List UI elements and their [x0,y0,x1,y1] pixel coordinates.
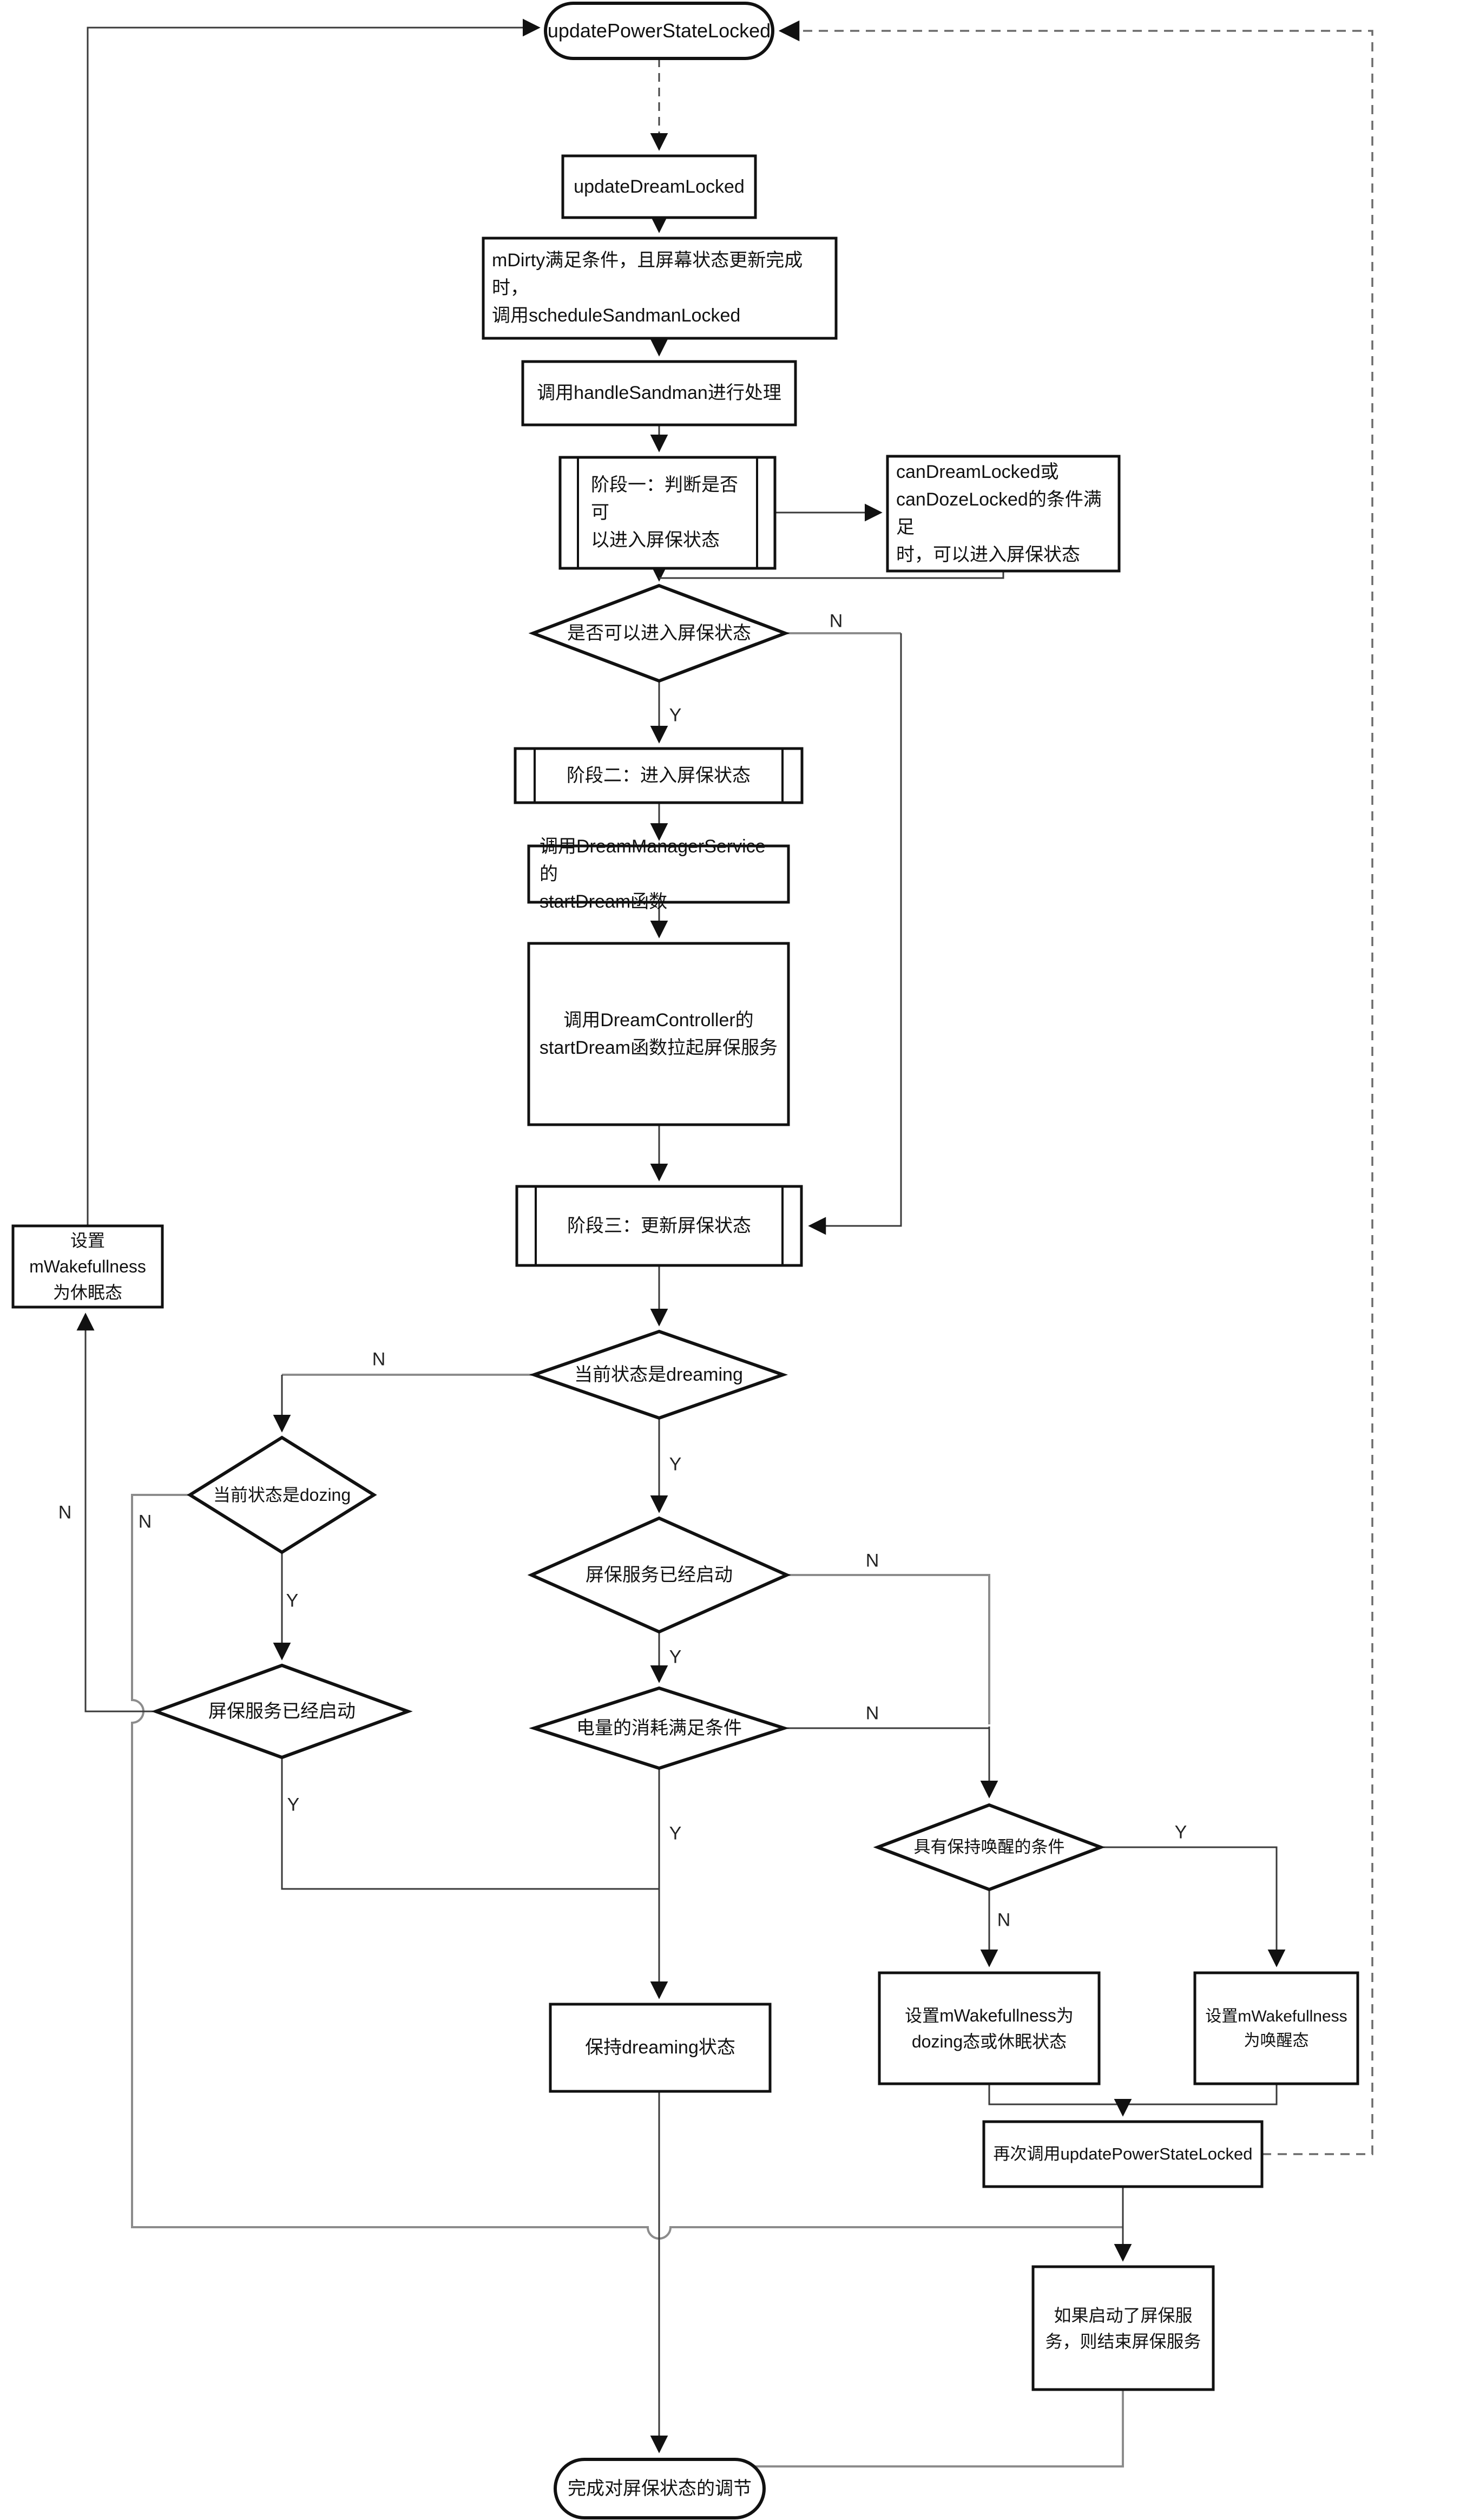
shape-stage3 [515,1185,803,1267]
edge-sleep-to-start [87,18,541,1226]
node-is-dreaming-decision: 当前状态是dreaming [574,1364,743,1385]
shape-set-sleep [11,1224,164,1309]
shape-keep-dreaming [549,2003,772,2093]
shape-set-dozing [878,1971,1101,2085]
label-d2-yes: Y [669,1454,682,1475]
node-can-enter-decision: 是否可以进入屏保状态 [567,622,751,644]
shape-handle-sandman [521,360,797,426]
edge-d7-yes [1101,1846,1286,1967]
shape-set-awake [1193,1971,1359,2085]
node-update-dream-locked: updateDreamLocked [574,176,745,197]
node-call-update-again: 再次调用updatePowerStateLocked [993,2144,1253,2163]
node-dream-controller: 调用DreamController的 startDream函数拉起屏保服务 [539,1009,778,1058]
edge-merge [988,2084,1278,2105]
node-dream-manager-service: 调用DreamManagerService的 startDream函数 [540,836,766,912]
node-can-dream-note: canDreamLocked或 canDozeLocked的条件满足 时，可以进… [896,462,1102,565]
node-set-wakefulness-sleep: 设置mWakefullness 为休眠态 [29,1231,146,1302]
label-d4-no: N [58,1502,72,1523]
shape-d-power-ok [529,1686,790,1770]
shape-can-dream-note [886,455,1121,573]
label-d3-no: N [138,1511,152,1532]
label-d6-no: N [865,1703,879,1724]
node-is-dozing-decision: 当前状态是dozing [213,1485,351,1505]
node-keep-dreaming: 保持dreaming状态 [585,2037,735,2058]
shape-d-is-dreaming [529,1329,788,1420]
node-stage3: 阶段三：更新屏保状态 [567,1215,751,1236]
label-d5-no: N [865,1550,879,1571]
shape-stage2 [514,747,804,804]
node-stage2: 阶段二：进入屏保状态 [567,765,751,786]
node-update-power-state-locked: updatePowerStateLocked [547,19,771,42]
edge-loop-dashed [778,20,1373,2155]
shape-d-can-enter [528,583,790,683]
edge-d3-no [131,1494,1123,2240]
shape-d-started-left [151,1663,413,1760]
shape-stage1 [558,456,777,570]
node-set-wakefulness-awake: 设置mWakefullness 为唤醒态 [1205,2007,1347,2050]
label-d1-yes: Y [669,705,682,726]
shape-call-again [982,2120,1264,2188]
node-end-oval: 完成对屏保状态的调节 [568,2478,752,2499]
label-d7-yes: Y [1174,1822,1187,1843]
edge-d1-no-v [808,633,902,1235]
shape-dm-service [527,844,790,904]
label-d5-yes: Y [669,1646,682,1668]
node-stop-screensaver-service: 如果启动了屏保服 务，则结束屏保服务 [1045,2305,1201,2351]
label-d1-no: N [829,611,843,632]
shape-mdirty [482,237,838,340]
edge-d5-no-h [787,1574,990,1724]
shape-end-oval [554,2458,766,2519]
shape-d-controller [527,942,790,1126]
edge-note-join [659,571,1004,579]
shape-start-oval [544,2,774,60]
label-d7-no: N [997,1909,1011,1931]
shape-d-started-center [527,1516,791,1634]
edge-stop-out [659,2390,1124,2468]
node-keep-awake-decision: 具有保持唤醒的条件 [913,1837,1065,1856]
label-d4-yes: Y [287,1794,300,1815]
edge-d4-yes [281,1757,659,1890]
node-stage1: 阶段一：判断是否可 以进入屏保状态 [591,475,738,550]
label-d2-no: N [372,1349,386,1370]
label-d6-yes: Y [669,1823,682,1844]
node-power-consumption-decision: 电量的消耗满足条件 [576,1717,742,1738]
node-service-started-center-decision: 屏保服务已经启动 [586,1564,733,1585]
shape-d-keep-awake [873,1803,1106,1892]
node-mdirty-condition: mDirty满足条件，且屏幕状态更新完成时， 调用scheduleSandman… [492,250,803,326]
node-handle-sandman: 调用handleSandman进行处理 [537,383,781,403]
shape-d-is-dozing [187,1435,377,1554]
shape-stop-service [1031,2265,1215,2391]
node-set-wakefulness-dozing: 设置mWakefullness为 dozing态或休眠状态 [905,2005,1074,2051]
node-service-started-left-decision: 屏保服务已经启动 [208,1701,356,1722]
shape-update-dream [561,154,757,219]
edge-d4-no [76,1312,156,1712]
label-d3-yes: Y [286,1590,299,1611]
